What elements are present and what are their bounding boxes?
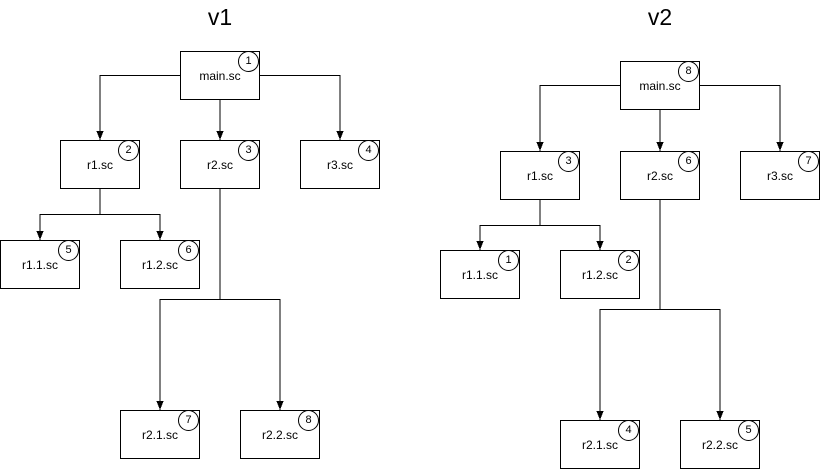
edge-v1-main-to-r1 xyxy=(96,75,180,140)
node-v1-r1-1-sc[interactable]: r1.1.sc 5 xyxy=(0,240,80,289)
visit-order-badge: 3 xyxy=(558,151,579,172)
node-v2-r1-sc[interactable]: r1.sc 3 xyxy=(500,151,580,200)
visit-order-badge: 4 xyxy=(358,140,379,161)
node-v1-r2-1-sc[interactable]: r2.1.sc 7 xyxy=(120,410,200,459)
node-v1-main-sc[interactable]: main.sc 1 xyxy=(180,51,260,100)
visit-order-badge: 2 xyxy=(618,250,639,271)
visit-order-badge: 3 xyxy=(238,140,259,161)
edge-v1-r1-to-r12 xyxy=(99,189,164,240)
edge-v1-r2-to-r21 xyxy=(156,189,221,410)
visit-order-badge: 6 xyxy=(678,151,699,172)
node-label: r1.2.sc xyxy=(581,267,618,282)
node-v2-r2-2-sc[interactable]: r2.2.sc 5 xyxy=(680,420,760,469)
node-v1-r2-2-sc[interactable]: r2.2.sc 8 xyxy=(240,410,320,459)
node-v1-r2-sc[interactable]: r2.sc 3 xyxy=(180,140,260,189)
node-v2-r3-sc[interactable]: r3.sc 7 xyxy=(740,151,820,200)
visit-order-badge: 4 xyxy=(618,420,639,441)
visit-order-badge: 7 xyxy=(178,410,199,431)
visit-order-badge: 5 xyxy=(738,420,759,441)
node-v2-main-sc[interactable]: main.sc 8 xyxy=(620,61,700,110)
v2-title: v2 xyxy=(647,4,673,30)
edge-v2-r1-to-r12 xyxy=(539,200,604,250)
node-label: r2.2.sc xyxy=(701,437,738,452)
node-v1-r3-sc[interactable]: r3.sc 4 xyxy=(300,140,380,189)
node-label: r1.sc xyxy=(526,168,553,183)
edge-v1-r2-to-r22 xyxy=(219,189,284,410)
visit-order-badge: 1 xyxy=(498,250,519,271)
node-label: r3.sc xyxy=(766,168,793,183)
node-label: main.sc xyxy=(199,68,241,83)
edge-v2-r2-to-r21 xyxy=(596,200,661,420)
node-v2-r1-2-sc[interactable]: r1.2.sc 2 xyxy=(560,250,640,299)
visit-order-badge: 1 xyxy=(238,51,259,72)
node-label: r3.sc xyxy=(326,157,353,172)
edge-v1-main-to-r3 xyxy=(260,75,344,140)
v1-title: v1 xyxy=(207,4,233,30)
node-v2-r2-sc[interactable]: r2.sc 6 xyxy=(620,151,700,200)
node-label: main.sc xyxy=(639,78,681,93)
node-label: r2.1.sc xyxy=(581,437,618,452)
visit-order-badge: 8 xyxy=(678,61,699,82)
edge-v2-r1-to-r11 xyxy=(476,200,541,250)
visit-order-badge: 7 xyxy=(798,151,819,172)
node-label: r1.2.sc xyxy=(141,257,178,272)
node-label: r2.sc xyxy=(206,157,233,172)
visit-order-badge: 8 xyxy=(298,410,319,431)
node-v2-r1-1-sc[interactable]: r1.1.sc 1 xyxy=(440,250,520,299)
visit-order-badge: 6 xyxy=(178,240,199,261)
node-label: r2.2.sc xyxy=(261,427,298,442)
edge-v2-r2-to-r22 xyxy=(659,200,724,420)
node-label: r2.sc xyxy=(646,168,673,183)
node-label: r2.1.sc xyxy=(141,427,178,442)
node-label: r1.sc xyxy=(86,157,113,172)
node-v2-r2-1-sc[interactable]: r2.1.sc 4 xyxy=(560,420,640,469)
edge-v1-r1-to-r11 xyxy=(36,189,101,240)
visit-order-badge: 2 xyxy=(118,140,139,161)
node-label: r1.1.sc xyxy=(21,257,58,272)
edge-v2-main-to-r3 xyxy=(700,85,784,151)
edge-v2-main-to-r1 xyxy=(536,85,620,151)
visit-order-badge: 5 xyxy=(58,240,79,261)
node-v1-r1-sc[interactable]: r1.sc 2 xyxy=(60,140,140,189)
node-v1-r1-2-sc[interactable]: r1.2.sc 6 xyxy=(120,240,200,289)
node-label: r1.1.sc xyxy=(461,267,498,282)
